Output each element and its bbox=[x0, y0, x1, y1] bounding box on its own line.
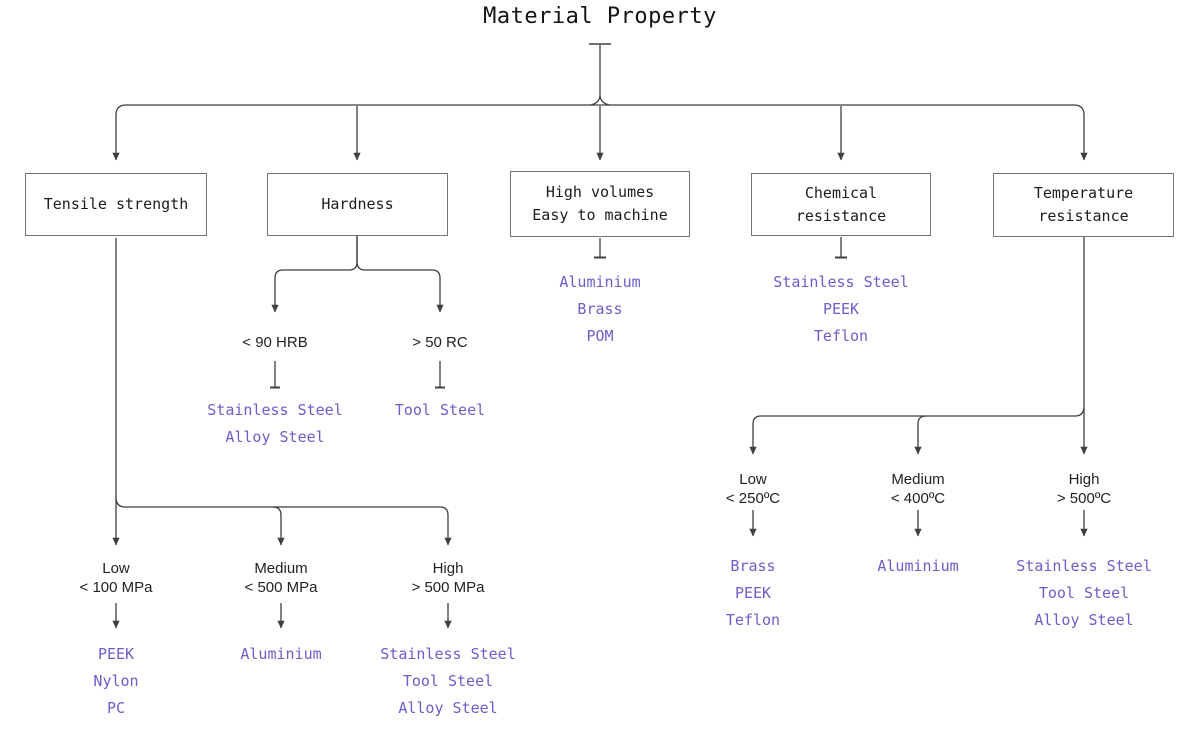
material-item: Alloy Steel bbox=[1034, 611, 1134, 629]
material-item: Brass bbox=[730, 557, 776, 575]
hardness-fork-right bbox=[356, 236, 444, 313]
hardness-fork-left bbox=[271, 236, 358, 313]
diagram-title: Material Property bbox=[483, 4, 717, 29]
material-item: Stainless Steel bbox=[1016, 557, 1152, 575]
material-item: Teflon bbox=[725, 611, 781, 629]
material-item: PEEK bbox=[734, 584, 772, 602]
material-item: Aluminium bbox=[559, 273, 641, 291]
level-threshold: < 250ºC bbox=[725, 490, 781, 507]
level-name: High bbox=[432, 560, 464, 577]
material-item: Tool Steel bbox=[1038, 584, 1130, 602]
node-label-line2: resistance bbox=[795, 206, 887, 225]
level-name: Low bbox=[739, 471, 767, 488]
level-threshold: < 500 MPa bbox=[244, 579, 318, 596]
node-high-volumes: High volumes Easy to machine bbox=[510, 171, 690, 237]
temperature-rail bbox=[749, 407, 1085, 455]
level-name: Medium bbox=[254, 560, 308, 577]
material-item: Stainless Steel bbox=[207, 401, 343, 419]
tensile-level-high: High > 500 MPa bbox=[348, 559, 548, 597]
material-item: Tool Steel bbox=[402, 672, 494, 690]
node-label: Tensile strength bbox=[43, 195, 189, 213]
material-item: PEEK bbox=[97, 645, 135, 663]
node-chemical-resistance: Chemical resistance bbox=[751, 173, 931, 236]
node-label-line2: Easy to machine bbox=[532, 206, 668, 224]
tensile-level-low: Low < 100 MPa bbox=[16, 559, 216, 597]
node-label-line1: High volumes bbox=[545, 183, 655, 201]
material-item: Nylon bbox=[93, 672, 139, 690]
level-name: High bbox=[1068, 471, 1100, 488]
material-item: Tool Steel bbox=[394, 401, 486, 419]
top-rail bbox=[112, 104, 1088, 161]
level-threshold: > 500 MPa bbox=[411, 579, 485, 596]
temperature-level-high: High > 500ºC bbox=[984, 470, 1184, 508]
material-item: Alloy Steel bbox=[225, 428, 325, 446]
material-item: POM bbox=[586, 327, 614, 345]
level-name: Medium bbox=[891, 471, 945, 488]
tensile-level-medium: Medium < 500 MPa bbox=[181, 559, 381, 597]
level-name: Low bbox=[102, 560, 130, 577]
temperature-level-low: Low < 250ºC bbox=[653, 470, 853, 508]
node-temperature-resistance: Temperature resistance bbox=[993, 173, 1174, 237]
material-item: Brass bbox=[577, 300, 623, 318]
temperature-level-medium: Medium < 400ºC bbox=[818, 470, 1018, 508]
tensile-rail bbox=[115, 498, 452, 546]
material-item: Stainless Steel bbox=[380, 645, 516, 663]
hardness-threshold-label: > 50 RC bbox=[412, 334, 468, 351]
material-item: Aluminium bbox=[877, 557, 959, 575]
node-label-line2: resistance bbox=[1038, 207, 1129, 225]
material-item: Teflon bbox=[813, 327, 869, 345]
material-item: Aluminium bbox=[240, 645, 322, 663]
material-item: PC bbox=[106, 699, 126, 717]
node-hardness: Hardness bbox=[267, 173, 448, 236]
material-item: Alloy Steel bbox=[398, 699, 498, 717]
material-item: Stainless Steel bbox=[773, 273, 909, 291]
node-label-line1: Temperature bbox=[1033, 184, 1134, 202]
node-label: Hardness bbox=[321, 195, 394, 213]
hardness-threshold-label: < 90 HRB bbox=[242, 334, 308, 351]
level-threshold: > 500ºC bbox=[1056, 490, 1112, 507]
level-threshold: < 400ºC bbox=[890, 490, 946, 507]
level-threshold: < 100 MPa bbox=[79, 579, 153, 596]
material-item: PEEK bbox=[822, 300, 860, 318]
node-label-line1: Chemical bbox=[804, 183, 878, 202]
node-tensile-strength: Tensile strength bbox=[25, 173, 207, 236]
